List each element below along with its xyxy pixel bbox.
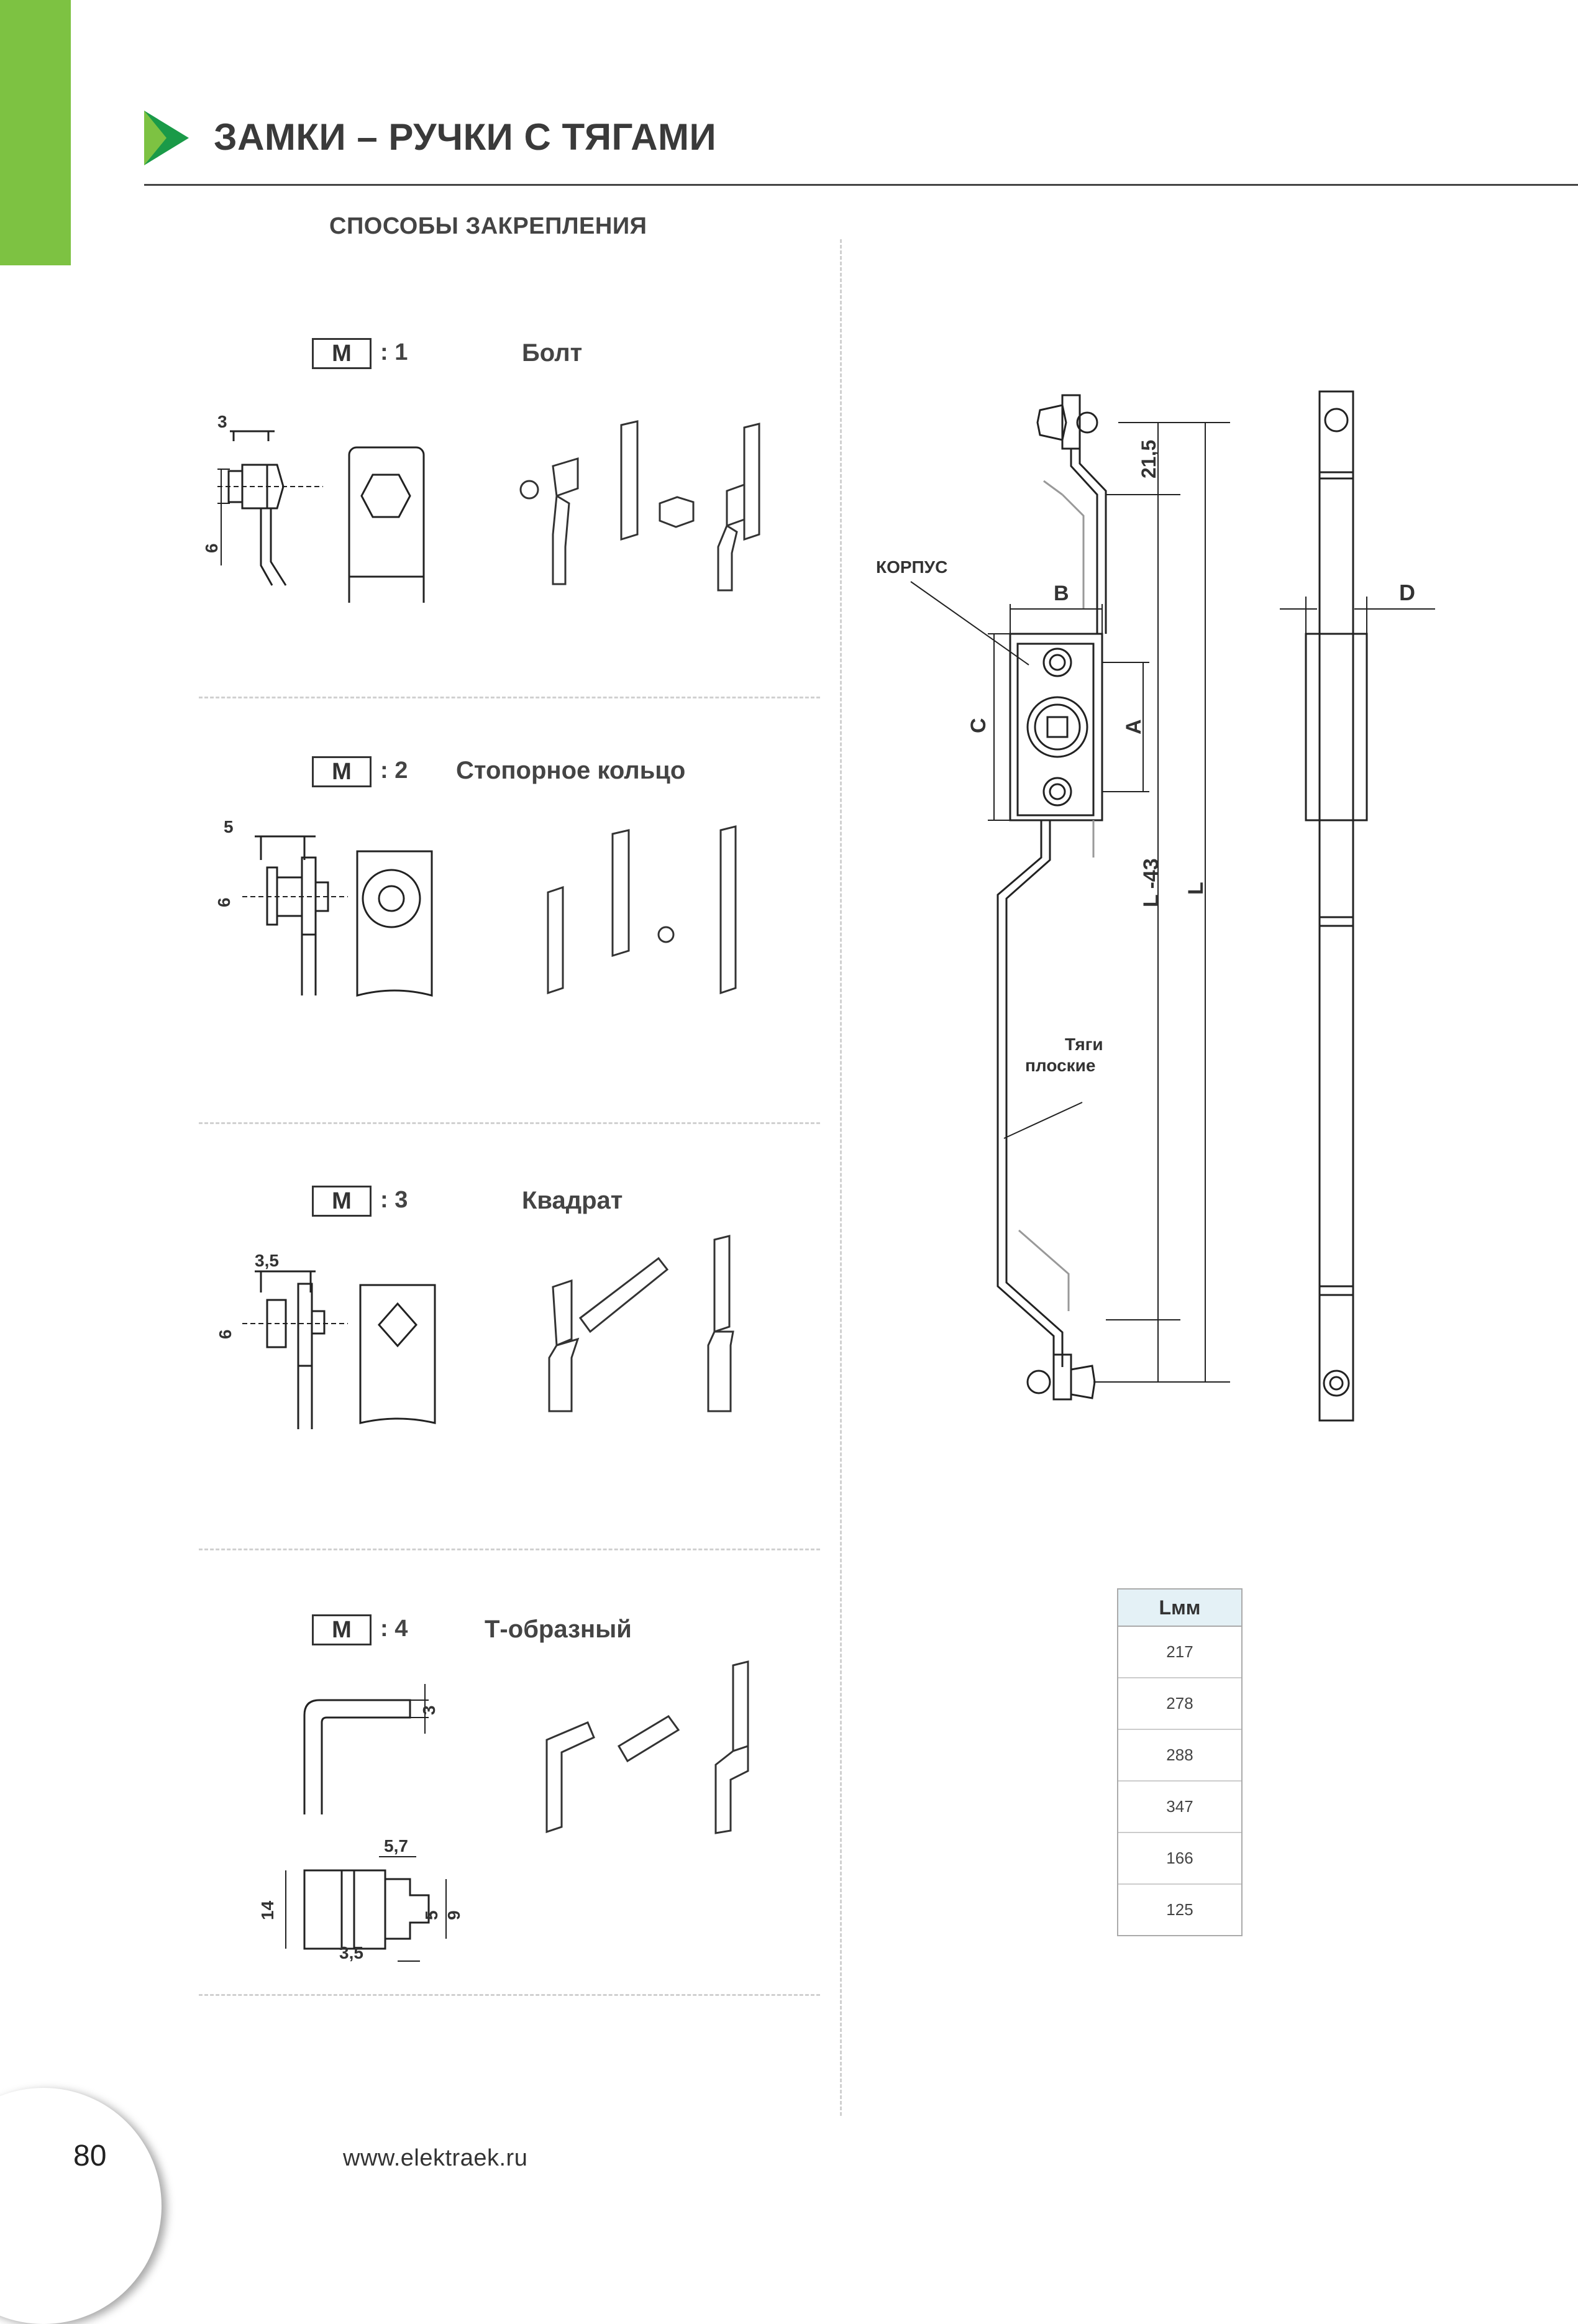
handle-assembly-drawing: КОРПУС B C A 21,5 L -43 L D Тяги плоские [876,390,1435,1422]
dim-label: 14 [258,1900,277,1920]
method-1-dimension-drawing: 3 6 [202,412,425,603]
method-1-code: M : 1 [312,338,436,370]
method-number: : 2 [380,757,408,784]
row-divider [199,1994,820,1996]
length-table: Lмм 217 278 288 347 166 125 [1117,1588,1243,1936]
row-divider [199,1549,820,1550]
method-3-dimension-drawing: 3,5 6 [216,1251,436,1429]
method-2-name: Стопорное кольцо [456,757,686,784]
method-number: : 3 [380,1187,408,1213]
method-3-name: Квадрат [522,1187,623,1214]
body-label: КОРПУС [876,557,947,577]
dim-label: 9 [444,1910,463,1920]
page-number: 80 [73,2139,107,2172]
method-4-name: Т-образный [485,1616,632,1643]
dim-label: 5 [422,1910,441,1920]
method-1-name: Болт [522,339,583,367]
vertical-divider [840,239,842,2116]
method-number: : 1 [380,339,408,365]
method-4-dimension-drawing: 3 5,7 14 5 9 3,5 [258,1684,463,1962]
length-table-cell: 125 [1166,1900,1193,1919]
dim-label: 5,7 [384,1836,408,1855]
dim-label: 6 [216,1329,235,1339]
method-3-code: M : 3 [312,1186,436,1218]
dim-d-label: D [1399,580,1415,605]
green-accent-bar [0,0,71,265]
method-2-code: M : 2 [312,756,436,789]
method-3-iso-drawing [548,1235,734,1412]
method-code-box: M [312,1614,372,1645]
method-2-iso-drawing [547,825,737,995]
dim-label: 3 [217,412,227,431]
dim-label: 3,5 [255,1251,279,1270]
length-table-cell: 166 [1118,1833,1241,1885]
length-table-cell: 217 [1118,1627,1241,1678]
method-2-dimension-drawing: 5 6 [214,817,433,997]
method-1-iso-drawing [519,420,760,592]
section-title: СПОСОБЫ ЗАКРЕПЛЕНИЯ [329,213,647,239]
dim-label: 6 [202,543,221,553]
dim-label: 6 [214,897,234,907]
row-divider [199,697,820,698]
method-code-box: M [312,338,372,369]
length-table-header: Lмм [1118,1590,1241,1627]
rods-label: плоские [1025,1056,1095,1075]
dim-b-label: B [1054,582,1069,605]
row-divider [199,1122,820,1124]
title-divider [144,184,1578,186]
length-table-cell: 278 [1118,1678,1241,1730]
dim-l43-label: L -43 [1139,858,1163,907]
length-table-cell: 347 [1118,1782,1241,1833]
footer-url[interactable]: www.elektraek.ru [343,2145,528,2171]
title-arrow-icon [144,111,189,165]
page-number-tab [0,2088,162,2324]
dim-label: 5 [224,817,234,836]
dim-label: 3 [419,1705,439,1715]
method-code-box: M [312,1186,372,1217]
method-number: : 4 [380,1616,408,1642]
dim-label: 3,5 [339,1943,363,1962]
dim-a-label: A [1122,719,1146,734]
dim-c-label: C [967,718,990,733]
method-4-iso-drawing [545,1660,749,1834]
dim-l-label: L [1184,882,1208,895]
method-code-box: M [312,756,372,787]
page-title: ЗАМКИ – РУЧКИ С ТЯГАМИ [214,116,717,158]
rods-label: Тяги [1065,1035,1103,1054]
length-table-cell: 288 [1118,1730,1241,1782]
method-4-code: M : 4 [312,1614,436,1647]
dim-21-label: 21,5 [1138,440,1160,478]
